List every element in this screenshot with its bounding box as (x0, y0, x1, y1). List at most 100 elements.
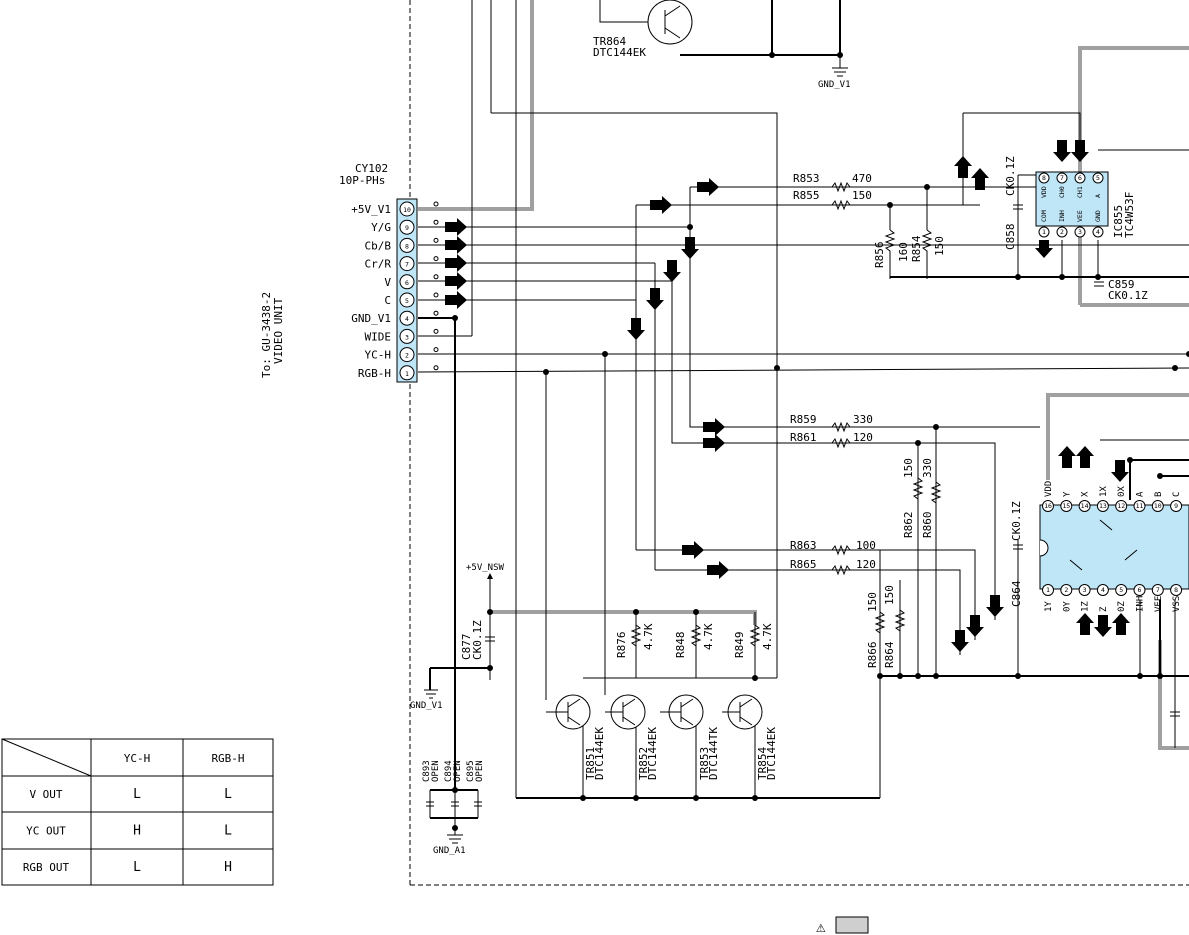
mux-pin-1 (1042, 584, 1054, 596)
mux-pin-6 (1133, 584, 1146, 596)
mux-pin-number: 16 (1044, 502, 1052, 510)
table-row-label: YC OUT (26, 825, 66, 838)
resistor-r863: R863 100 (790, 539, 876, 556)
resistor-r865: R865 120 (790, 558, 876, 576)
ic855-pin-name: A (1094, 194, 1102, 198)
r854-value: 150 (933, 236, 946, 256)
mux-pin-9 (1170, 500, 1183, 512)
resistor-r864: R864 150 (883, 585, 906, 668)
connector-pin-label: +5V_V1 (351, 203, 391, 216)
connector-pin-7 (399, 256, 415, 272)
table-row-label: RGB OUT (23, 861, 70, 874)
mux-pin-number: 12 (1117, 502, 1125, 510)
mux-pin-name: 0X (1117, 486, 1127, 497)
table-row-label: V OUT (29, 788, 62, 801)
ic855-pin-name: CH0 (1058, 186, 1066, 198)
table-cell: L (224, 787, 232, 802)
r863-ref: R863 (790, 539, 817, 552)
connector-pin-8 (399, 237, 415, 253)
mux-pin-name: INH (1136, 596, 1146, 612)
capacitor-c864: C864 CK0.1Z (1010, 501, 1023, 607)
connector-pin-label: RGB-H (358, 367, 391, 380)
connector-type: 10P-PHs (339, 174, 385, 187)
c895-value: OPEN (475, 760, 485, 782)
mux-pin-name: 1X (1099, 486, 1109, 497)
connector-pin-5 (399, 292, 415, 308)
mux-pin-8 (1170, 584, 1183, 596)
r863-value: 100 (856, 539, 876, 552)
ic855-pin-name: CH1 (1076, 186, 1084, 198)
connector-pin-6 (399, 274, 415, 290)
r862-value: 150 (902, 458, 915, 478)
connector-pin-1 (399, 365, 415, 381)
resistor-r849: R849 4.7K (733, 623, 774, 658)
c858-ref: C858 (1004, 224, 1017, 251)
ic855-pin-number: 7 (1060, 174, 1064, 182)
test-point (433, 201, 439, 207)
test-point (433, 292, 439, 298)
resistor-r859: R859 330 (790, 413, 873, 433)
mux-switch (1099, 519, 1113, 531)
connector-pin-label: WIDE (365, 330, 392, 343)
r855-ref: R855 (793, 189, 820, 202)
connector-pin-number: 9 (405, 224, 409, 232)
transistor-tr851: TR851 DTC144EK (546, 694, 606, 780)
mux-pin-number: 13 (1099, 502, 1107, 510)
r859-value: 330 (853, 413, 873, 426)
c877-ref: C877 (460, 634, 473, 661)
mux-pin-2 (1060, 584, 1073, 596)
mux-pin-number: 5 (1119, 586, 1123, 594)
r876-value: 4.7K (642, 623, 655, 650)
ic855-pin-2 (1056, 226, 1068, 238)
mux-pin-number: 15 (1062, 502, 1070, 510)
connector-pin-10 (399, 201, 415, 217)
connector-pin-number: 3 (405, 333, 409, 341)
r860-ref: R860 (921, 512, 934, 539)
r849-ref: R849 (733, 632, 746, 659)
resistor-r862: R862 150 (902, 458, 924, 539)
mux-switch (1069, 559, 1083, 571)
mux-pin-number: 8 (1174, 586, 1178, 594)
mux-pin-name: B (1154, 492, 1164, 497)
resistor-r866: R866 150 (866, 592, 886, 668)
test-point (433, 237, 439, 243)
mux-pin-16 (1042, 500, 1054, 512)
r856-value: 160 (897, 242, 910, 262)
test-point (433, 219, 439, 225)
mux-pin-name: VEE (1154, 596, 1164, 612)
r876-ref: R876 (615, 632, 628, 659)
r862-ref: R862 (902, 512, 915, 539)
ic855-pin-5 (1092, 172, 1104, 184)
mux-pin-number: 2 (1064, 586, 1068, 594)
connector-pin-number: 1 (405, 370, 409, 378)
c893-value: OPEN (431, 760, 441, 782)
mux-pin-name: VSS (1172, 596, 1182, 612)
mux-pin-name: 1Y (1044, 601, 1054, 612)
mux-pin-10 (1151, 500, 1164, 512)
connector-pin-number: 7 (405, 261, 409, 269)
r855-value: 150 (852, 189, 872, 202)
mux-pin-11 (1133, 500, 1146, 512)
ic855-pin-number: 1 (1042, 228, 1046, 236)
junctions (452, 52, 1189, 831)
ic855-part: TC4W53F (1123, 192, 1136, 238)
mux-pin-13 (1096, 500, 1109, 512)
capacitor-c859: C859 CK0.1Z (1094, 278, 1148, 302)
c894-ref: C894 (444, 760, 454, 782)
plus5v-nsw-label: +5V_NSW (466, 563, 505, 573)
table-column-header: RGB-H (211, 752, 244, 765)
transistor-tr854: TR854 DTC144EK (722, 694, 778, 780)
ic855-pin-name: VDD (1040, 186, 1048, 198)
tr853-ref: TR853 (698, 747, 711, 780)
transistor-tr853: TR853 DTC144TK (660, 694, 720, 780)
ic855-pin-3 (1074, 226, 1086, 238)
table-cell: H (133, 824, 141, 839)
connector-pin-number: 5 (405, 297, 409, 305)
transistor-tr852: TR852 DTC144EK (605, 694, 659, 780)
r864-value: 150 (883, 585, 896, 605)
ground-gnd-v1-top: GND_V1 (818, 55, 851, 90)
mux-pin-number: 11 (1136, 502, 1144, 510)
capacitors-open: C893 OPEN C894 OPEN C895 OPEN (422, 760, 485, 818)
